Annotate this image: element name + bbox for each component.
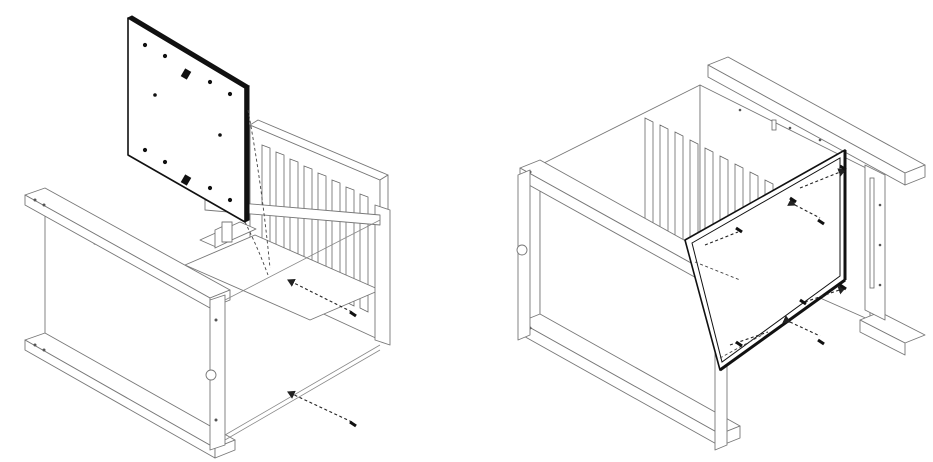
right-screw-arrow-5 <box>704 231 739 246</box>
left-panel-insertion-path-2 <box>244 221 269 276</box>
right-bottom-back-rail <box>859 311 926 356</box>
right-dark-frame <box>684 149 847 372</box>
left-bottom-rail <box>24 332 236 459</box>
left-screw-arrow-1 <box>287 279 353 313</box>
right-screw-arrow-3 <box>804 286 847 303</box>
right-top-back-rail <box>707 56 926 186</box>
left-screw-2 <box>349 420 357 428</box>
right-screw-arrow-2 <box>787 198 821 219</box>
right-rear-post <box>864 164 886 321</box>
right-screw-1 <box>789 196 797 204</box>
left-screw-1 <box>349 310 357 318</box>
left-lifted-panel <box>126 15 251 243</box>
right-screw-3 <box>799 298 807 306</box>
left-open-face <box>224 219 381 441</box>
right-assembly <box>516 56 926 451</box>
right-screw-4 <box>817 338 825 346</box>
right-screw-7 <box>839 164 847 172</box>
left-screw-arrow-2 <box>287 390 353 423</box>
left-panel-insertion-path <box>247 109 271 269</box>
left-top-rail <box>24 187 231 309</box>
left-front-post <box>205 294 226 451</box>
left-screws <box>287 279 357 428</box>
right-screw-2 <box>817 218 825 226</box>
left-assembly <box>24 15 391 459</box>
right-screw-5 <box>735 226 743 234</box>
right-screw-8 <box>839 283 847 291</box>
right-screws <box>704 164 847 348</box>
right-screw-arrow-1 <box>799 168 847 189</box>
right-screw-arrow-4 <box>782 315 821 337</box>
right-screw-6 <box>735 340 743 348</box>
